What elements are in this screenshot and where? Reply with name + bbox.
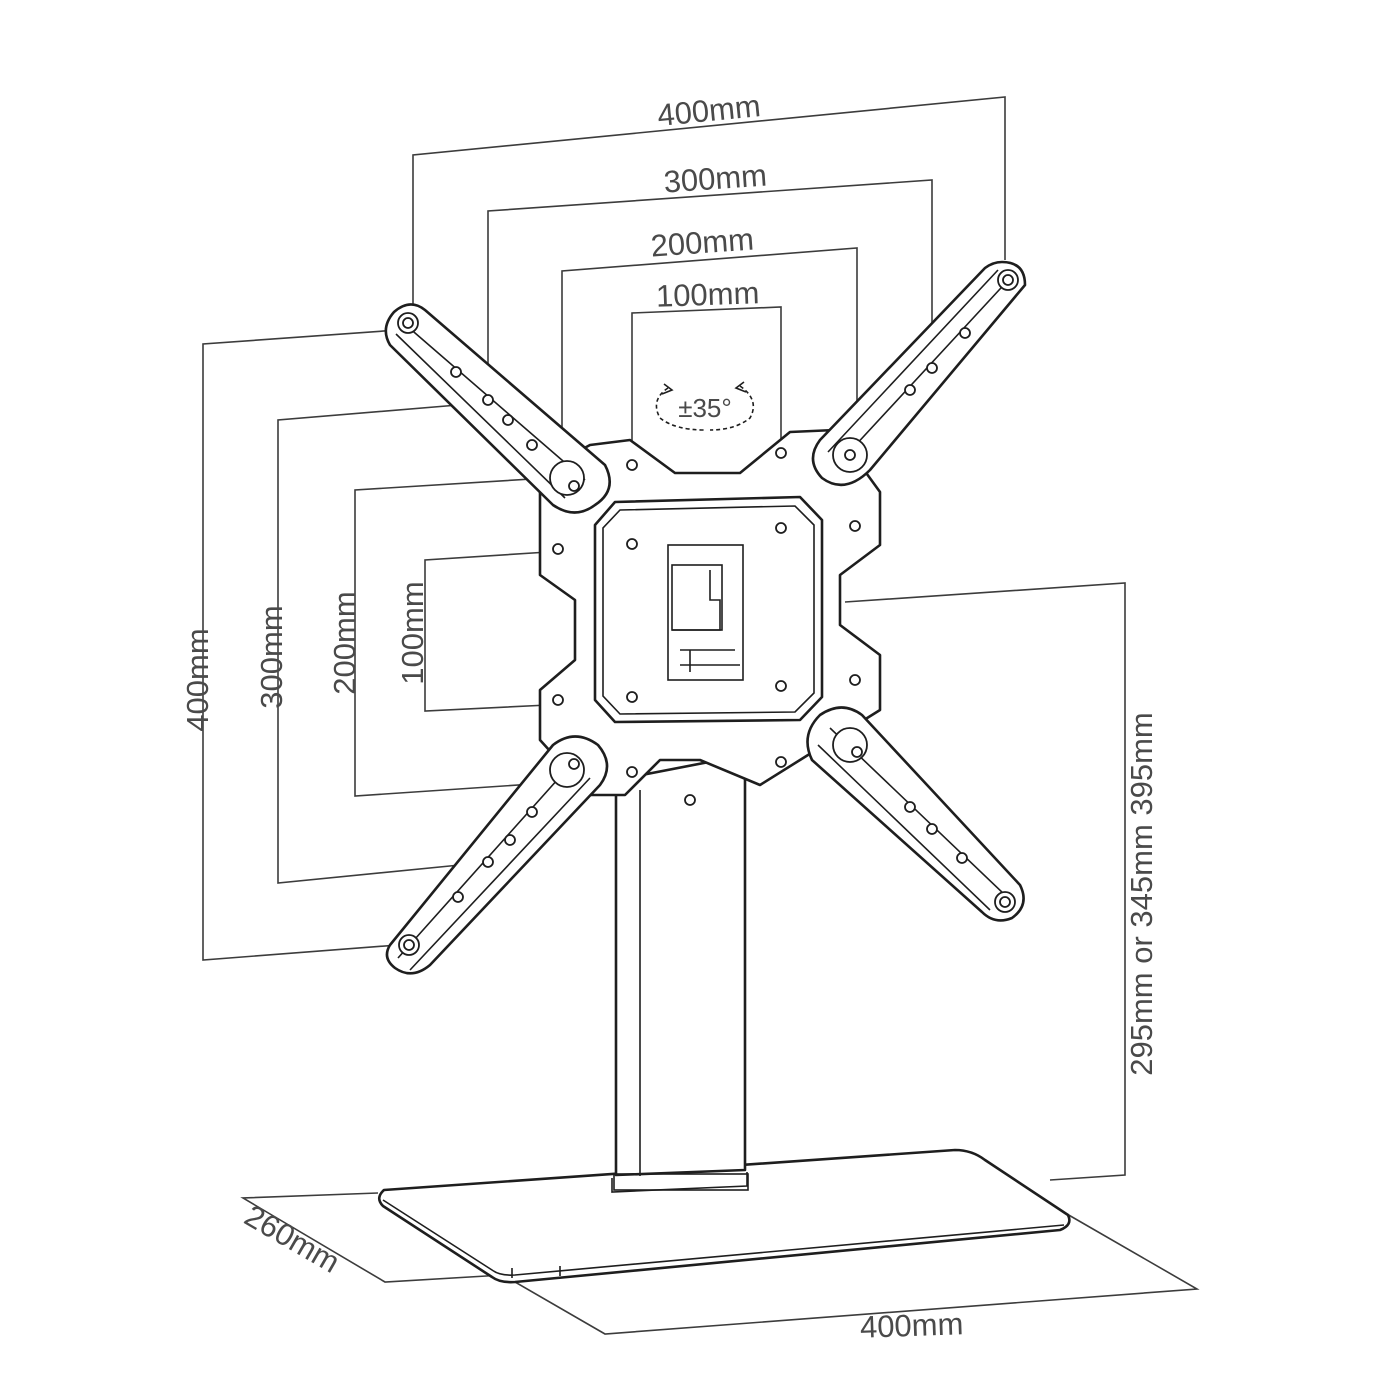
horizontal-dimension-lines: [412, 96, 1006, 463]
vertical-200mm-label: 200mm: [327, 591, 362, 694]
horizontal-200mm-label: 200mm: [649, 221, 755, 263]
bracket-arm-bottom-left: [385, 735, 609, 975]
height-label: 295mm or 345mm 395mm: [1124, 712, 1159, 1076]
vertical-100mm-label: 100mm: [395, 581, 430, 684]
horizontal-100mm-label: 100mm: [655, 275, 760, 314]
vertical-dimension-lines: [202, 329, 549, 961]
swivel-indicator: ±35°: [655, 381, 755, 431]
base-width-label: 400mm: [859, 1306, 964, 1345]
base-depth-label: 260mm: [239, 1198, 346, 1280]
bracket-arm-top-right: [811, 260, 1027, 487]
vertical-400mm-label: 400mm: [180, 628, 215, 731]
vertical-300mm-label: 300mm: [254, 605, 289, 708]
mounting-plate: [538, 428, 882, 797]
height-dimension-line: [844, 582, 1126, 1181]
horizontal-300mm-label: 300mm: [662, 157, 768, 199]
swivel-label: ±35°: [678, 393, 732, 423]
bracket-arm-top-left: [384, 303, 611, 514]
stand-pole: [611, 753, 749, 1193]
bracket-arm-bottom-right: [806, 706, 1025, 922]
horizontal-400mm-label: 400mm: [656, 88, 762, 133]
stand-base: [377, 1148, 1071, 1284]
base-dimension-lines: [240, 1192, 1200, 1335]
